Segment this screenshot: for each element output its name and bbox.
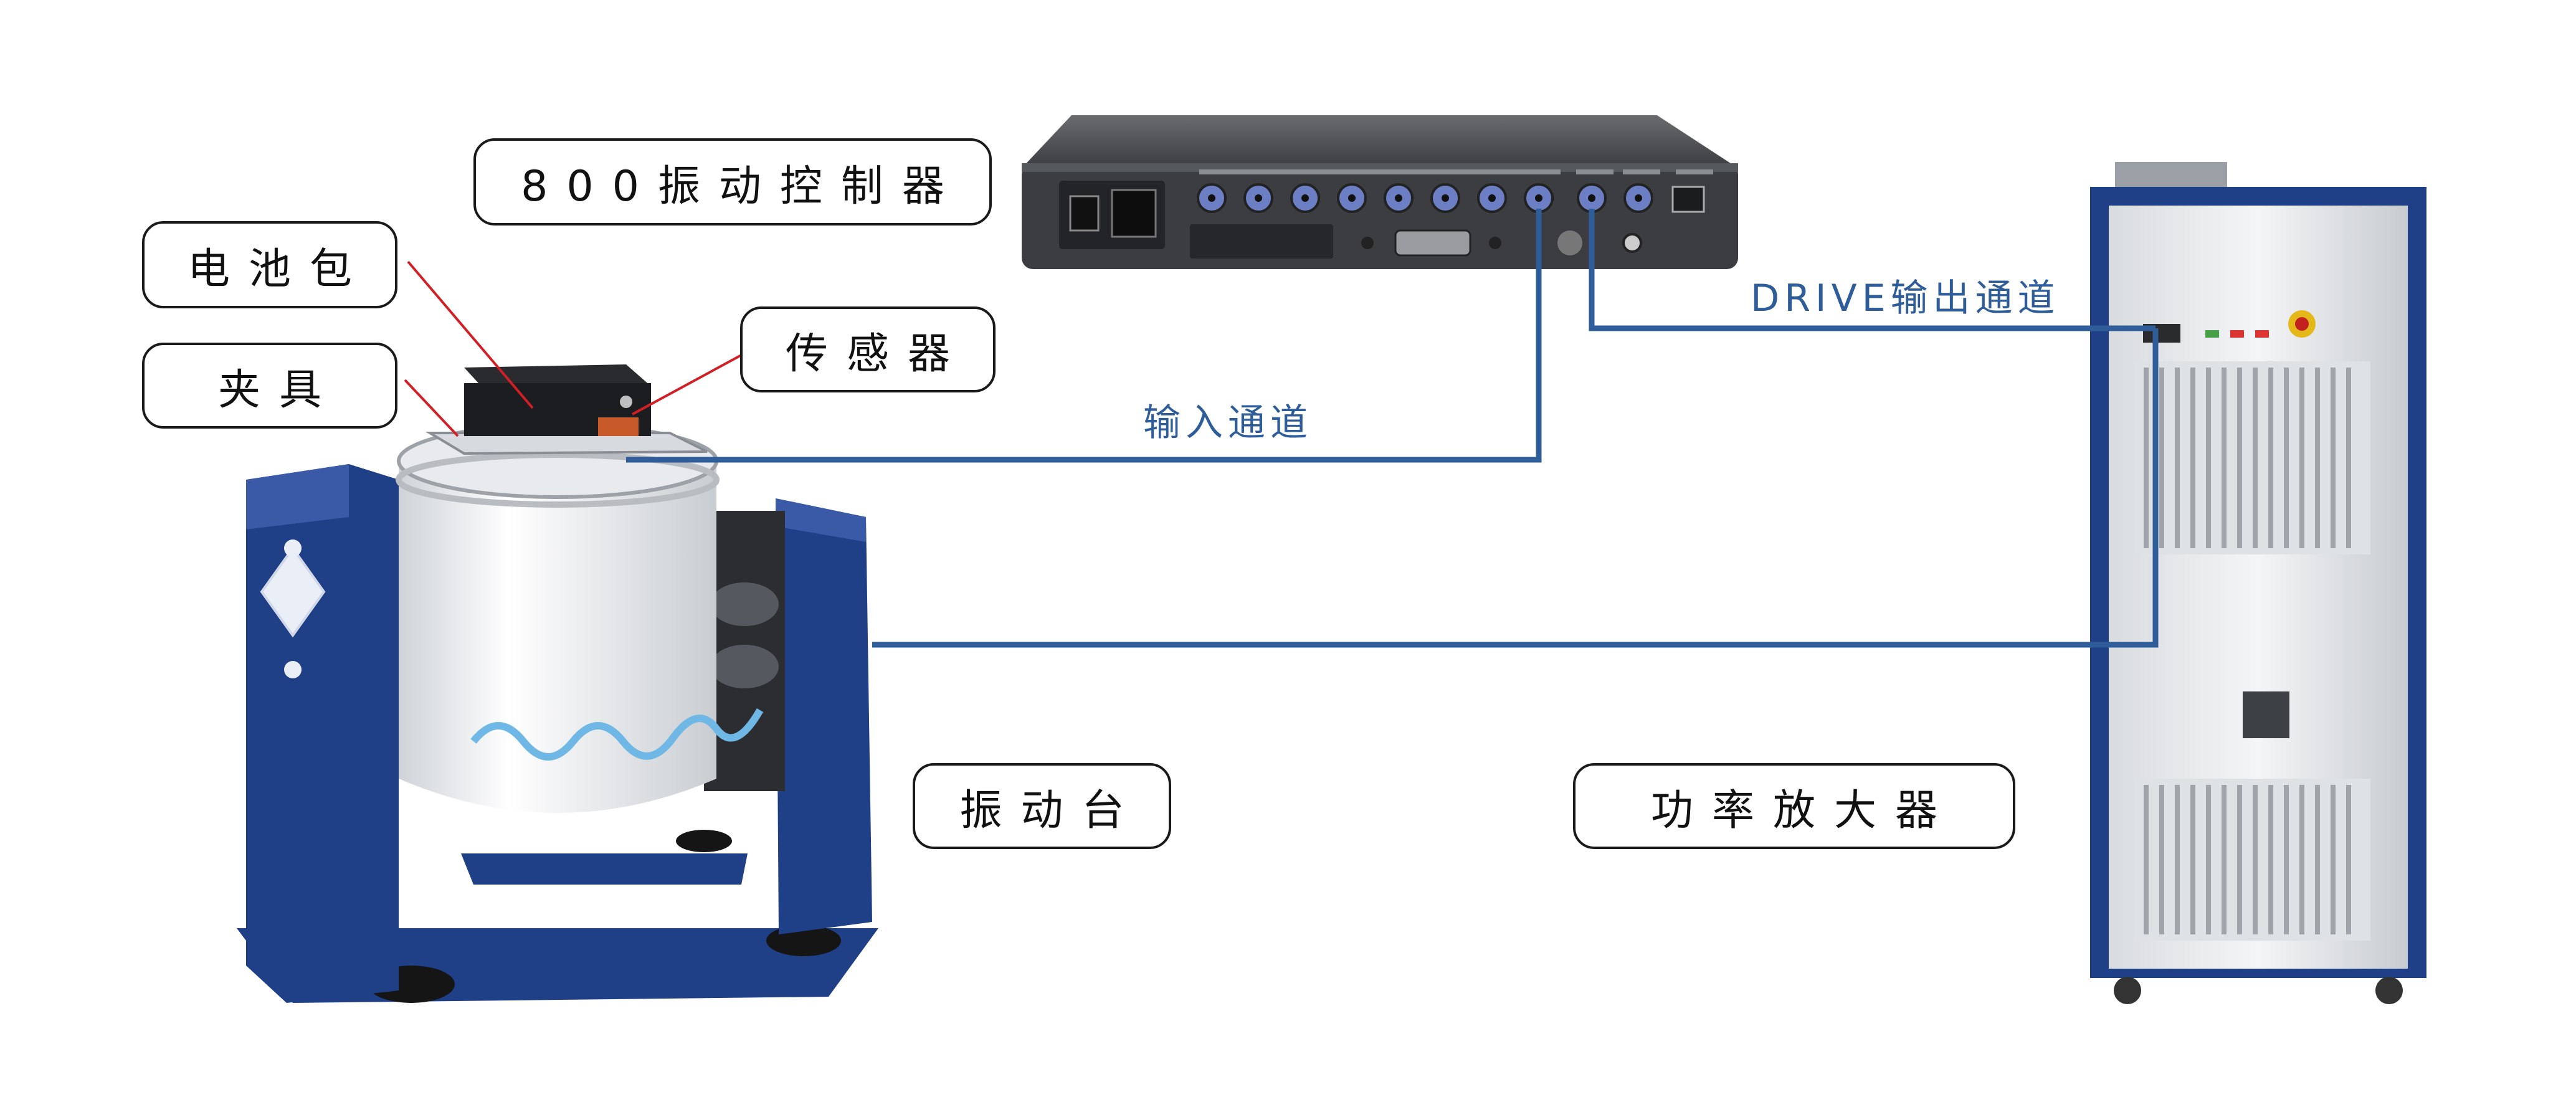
fixture-pointer-line xyxy=(404,379,459,437)
sensor-label: 传感器 xyxy=(740,306,996,392)
fixture-label: 夹具 xyxy=(142,343,397,429)
input-channel-text: 输入通道 xyxy=(1143,401,1313,445)
amplifier-label: 功率放大器 xyxy=(1573,763,2015,849)
shaker-device xyxy=(237,364,878,1003)
drive-channel-wire xyxy=(1589,209,2155,331)
amp-to-shaker-wire xyxy=(872,328,2159,648)
shaker-label: 振动台 xyxy=(913,763,1171,849)
controller-device xyxy=(1022,115,1738,269)
battery-pointer-line xyxy=(407,260,534,409)
controller-label: 800振动控制器 xyxy=(473,138,992,226)
input-channel-wire xyxy=(626,209,1542,463)
amplifier-device xyxy=(2090,162,2426,1004)
drive-channel-text: DRIVE输出通道 xyxy=(1751,277,2060,320)
battery-label: 电池包 xyxy=(142,221,397,308)
sensor-pointer-line xyxy=(632,354,742,416)
